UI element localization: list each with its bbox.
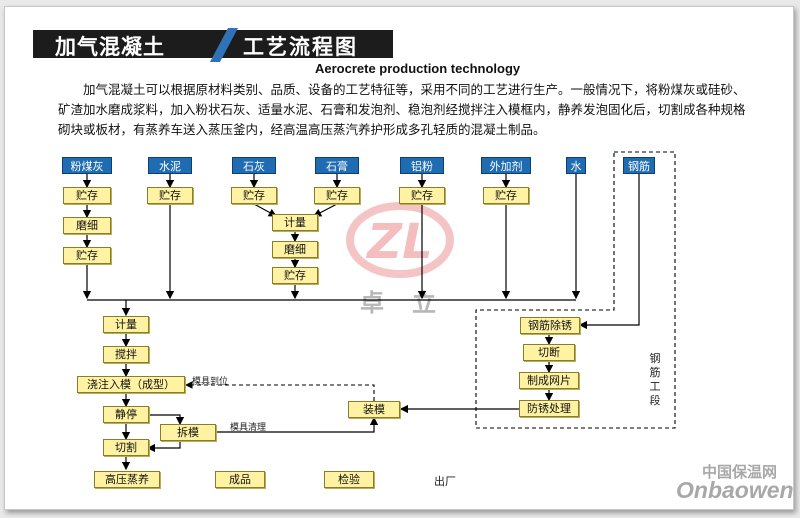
step-storage-additive: 贮存 [483,187,529,204]
step-grind-flyash: 磨细 [63,217,111,234]
title-banner: 加气混凝土 工艺流程图 [33,28,393,62]
step-mesh: 制成网片 [519,372,579,389]
step-measure-lime-gypsum: 计量 [272,214,318,231]
step-derust: 钢筋除锈 [520,317,580,334]
step-ship: 出厂 [434,475,456,488]
english-subtitle: Aerocrete production technology [315,61,521,76]
label-mold-clean: 模具清理 [230,423,267,433]
label-rebar-section: 钢筋工段 [649,352,661,407]
step-pour: 浇注入模（成型） [77,376,185,393]
step-storage-aluminum: 贮存 [399,187,445,204]
page-frame [4,6,794,510]
label-mold-ready: 模具到位 [192,377,229,387]
step-measure: 计量 [103,316,149,333]
step-assemble: 装模 [348,401,400,418]
material-flyash: 粉煤灰 [62,157,112,174]
material-rebar: 钢筋 [623,157,655,174]
site-logo-cn: 中国保温网 [702,463,778,481]
material-aluminum: 铝粉 [400,157,444,174]
title-sub: 工艺流程图 [243,35,358,59]
step-inspect: 检验 [324,471,374,488]
site-logo-en: Onbaowen [676,477,794,503]
step-storage-gypsum: 贮存 [314,187,360,204]
step-rest: 静停 [103,406,149,423]
step-autoclave: 高压蒸养 [94,471,160,488]
step-storage-flyash: 贮存 [63,187,111,204]
material-cement: 水泥 [148,157,192,174]
step-grind-lime-gypsum: 磨细 [272,241,318,258]
step-storage-flyash-2: 贮存 [63,247,111,264]
intro-paragraph: 加气混凝土可以根据原材料类别、品质、设备的工艺特征等，采用不同的工艺进行生产。一… [58,82,746,137]
material-lime: 石灰 [232,157,276,174]
title-main: 加气混凝土 [55,35,165,59]
step-product: 成品 [215,471,265,488]
step-antirust: 防锈处理 [519,400,579,417]
step-storage-cement: 贮存 [147,187,193,204]
material-gypsum: 石膏 [315,157,359,174]
step-mix: 搅拌 [103,346,149,363]
step-cutoff: 切断 [523,344,575,361]
step-storage-lime-gypsum: 贮存 [272,267,318,284]
step-cut: 切割 [103,439,149,456]
material-additive: 外加剂 [481,157,531,174]
material-water: 水 [566,157,586,174]
step-demold: 拆模 [160,424,216,441]
step-storage-lime: 贮存 [231,187,277,204]
